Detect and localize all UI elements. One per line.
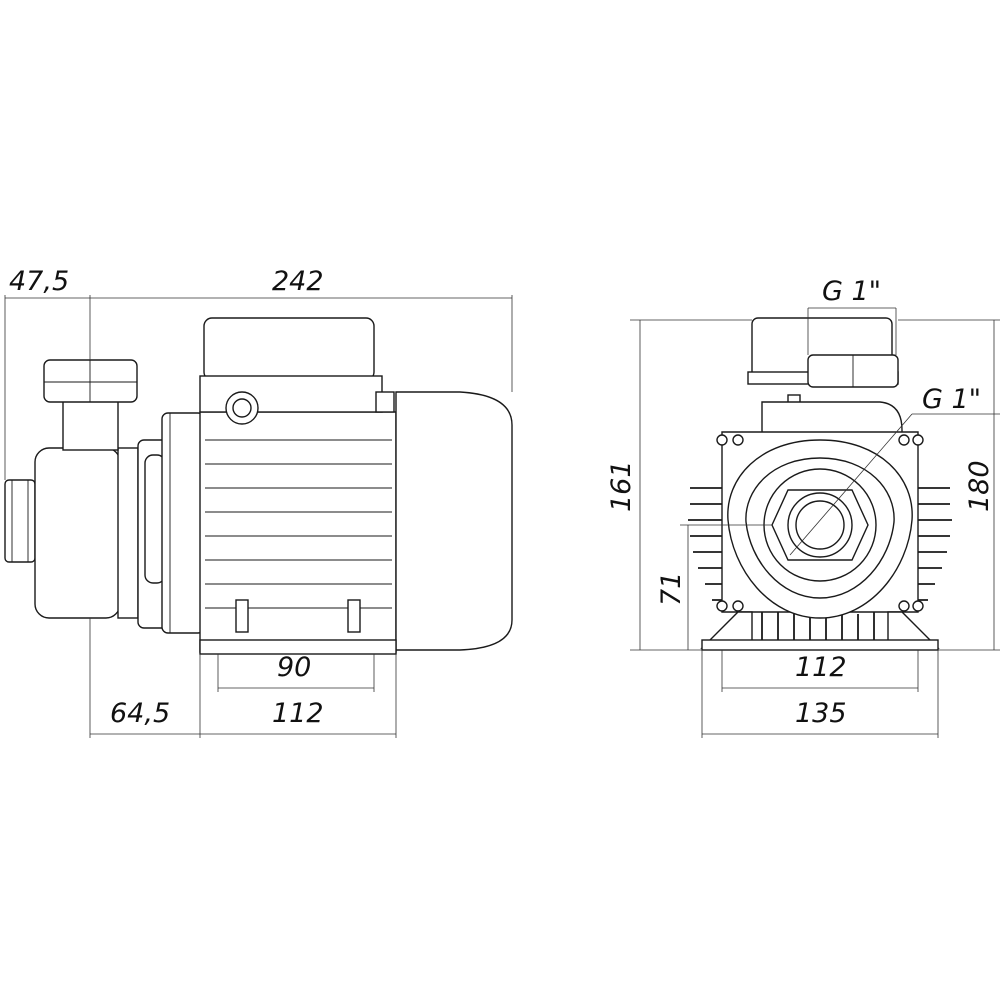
side-fan-cover (395, 391, 513, 651)
dim-shaft-height: 71 (656, 572, 687, 606)
dim-total-height: 161 (606, 460, 637, 512)
side-dims-bottom (89, 618, 397, 738)
front-view: G 1" G 1" 161 180 71 112 135 (606, 276, 1000, 738)
dim-front-foot-hole-spacing: 112 (795, 652, 847, 683)
front-bolts (716, 434, 924, 612)
side-outlet-union (43, 359, 138, 451)
dim-body-height: 180 (964, 460, 995, 512)
side-terminal-box (199, 317, 395, 425)
dim-overall-length: 242 (272, 266, 324, 297)
dim-side-base-length: 112 (272, 698, 324, 729)
dim-outlet-thread: G 1" (822, 276, 881, 307)
front-feet (700, 611, 940, 651)
side-view: 47,5 242 90 112 64,5 (4, 266, 513, 738)
side-base (199, 639, 397, 655)
front-inlet-port (763, 468, 877, 582)
side-motor-body (199, 411, 397, 653)
dim-side-foot-hole-spacing: 90 (277, 652, 311, 683)
dim-base-width: 135 (795, 698, 847, 729)
dim-inlet-to-base: 64,5 (110, 698, 170, 729)
side-dims-top (4, 295, 513, 480)
side-pump-casing (137, 412, 205, 634)
side-inlet-nozzle (4, 447, 139, 619)
dim-inlet-offset: 47,5 (9, 266, 69, 297)
front-dims-lines (630, 307, 1000, 738)
dim-inlet-thread: G 1" (922, 384, 981, 415)
